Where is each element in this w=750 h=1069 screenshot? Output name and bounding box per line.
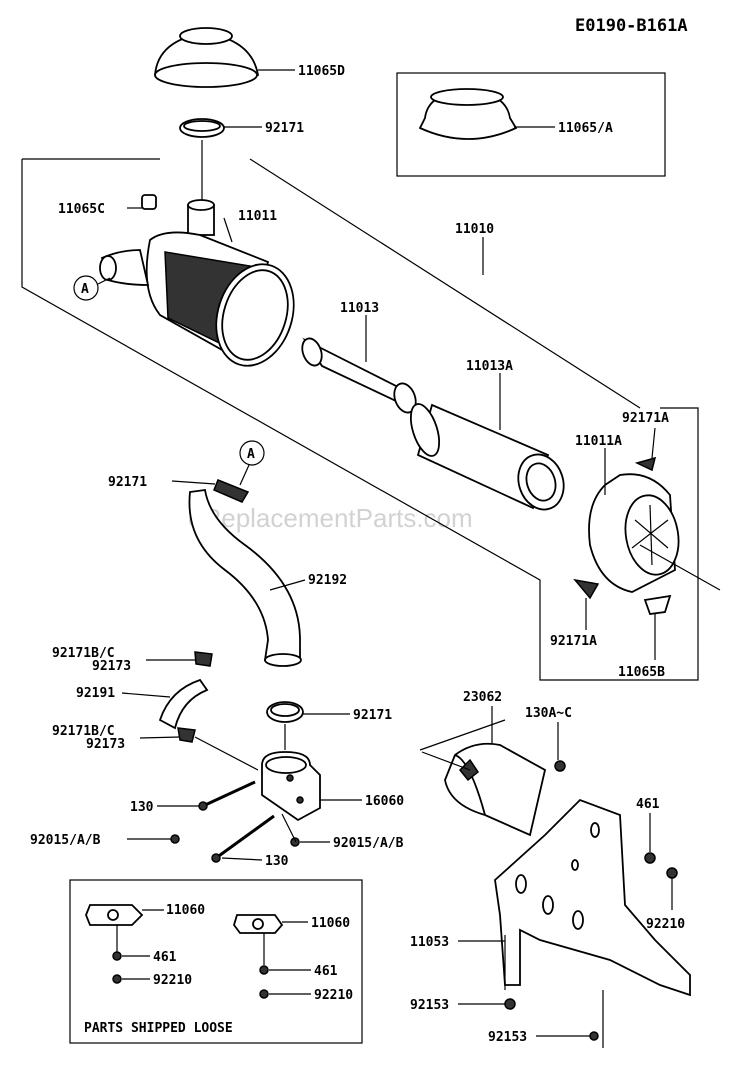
label-11065A: 11065/A: [558, 121, 613, 136]
label-11065B: 11065B: [618, 665, 665, 680]
label-461-b: 461: [314, 964, 338, 979]
outer-filter-element-part: [409, 403, 565, 511]
hose-clamp-part: [266, 701, 304, 723]
alt-cap-part: [418, 88, 518, 140]
clip-part: [634, 456, 657, 472]
label-11065D: 11065D: [298, 64, 345, 79]
loose-parts-caption: PARTS SHIPPED LOOSE: [84, 1021, 233, 1036]
label-11053: 11053: [410, 935, 449, 950]
label-92171-top: 92171: [265, 121, 304, 136]
clip-part: [573, 578, 600, 600]
hose-clamp-part: [213, 479, 250, 503]
evacuator-valve-part: [643, 594, 672, 615]
label-92171BC-2: 92171B/C: [52, 724, 115, 739]
label-130AC: 130A~C: [525, 706, 572, 721]
breather-hose-part: [158, 678, 209, 730]
watermark: eReplacementParts.com: [188, 503, 473, 533]
hose-clamp-part: [179, 118, 225, 138]
air-cleaner-cover-part: [588, 473, 680, 593]
label-92171-clamp: 92171: [353, 708, 392, 723]
loose-parts-box: [69, 879, 363, 1044]
label-16060: 16060: [365, 794, 404, 809]
ref-a-1: A: [81, 282, 89, 297]
air-cleaner-housing-part: [99, 199, 295, 367]
diagram-id: E0190-B161A: [575, 16, 688, 36]
ref-a-2: A: [247, 447, 255, 462]
reference-marker-a: [239, 440, 265, 466]
label-92015-right: 92015/A/B: [333, 836, 404, 851]
small-clamp-part: [194, 651, 213, 667]
precleaner-cap-part: [154, 27, 260, 88]
label-92153-2: 92153: [488, 1030, 527, 1045]
inner-filter-element-part: [301, 337, 418, 414]
label-92171A-bot: 92171A: [550, 634, 597, 649]
assembly-frame: [21, 159, 699, 681]
label-23062: 23062: [463, 690, 502, 705]
label-11010: 11010: [455, 222, 494, 237]
label-11065C: 11065C: [58, 202, 105, 217]
inlet-elbow-part: [261, 751, 321, 822]
label-92171A-top: 92171A: [622, 411, 669, 426]
label-92171BC-1: 92171B/C: [52, 646, 115, 661]
label-130-left: 130: [130, 800, 154, 815]
label-92210-b: 92210: [314, 988, 353, 1003]
reference-marker-a: [73, 275, 99, 301]
label-461-a: 461: [153, 950, 177, 965]
label-11013A: 11013A: [466, 359, 513, 374]
label-92153-1: 92153: [410, 998, 449, 1013]
label-11011A: 11011A: [575, 434, 622, 449]
label-11011: 11011: [238, 209, 277, 224]
label-11060-a: 11060: [166, 903, 205, 918]
label-11060-b: 11060: [311, 916, 350, 931]
label-92173-1: 92173: [92, 659, 131, 674]
label-92191: 92191: [76, 686, 115, 701]
label-92210-right: 92210: [646, 917, 685, 932]
small-clamp-part: [177, 727, 196, 743]
label-92192: 92192: [308, 573, 347, 588]
label-92173-2: 92173: [86, 737, 125, 752]
label-11013: 11013: [340, 301, 379, 316]
label-461-right: 461: [636, 797, 660, 812]
valve-cap-part: [141, 194, 157, 210]
air-cleaner-bracket-part: [494, 798, 691, 997]
label-92015-left: 92015/A/B: [30, 833, 101, 848]
label-92210-a: 92210: [153, 973, 192, 988]
label-130-bottom: 130: [265, 854, 289, 869]
alt-cap-box: [396, 72, 666, 177]
label-92171-hose: 92171: [108, 475, 147, 490]
mounting-band-part: [444, 742, 547, 837]
